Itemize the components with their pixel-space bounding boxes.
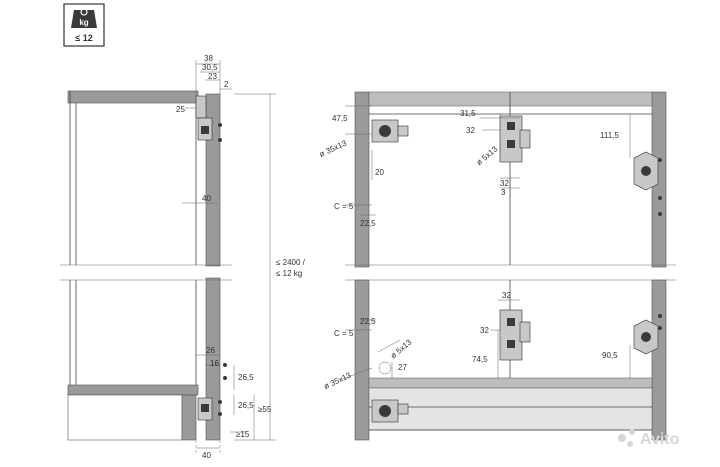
dim-16: 16 xyxy=(210,359,219,368)
dim-32-c: 32 xyxy=(502,291,511,300)
dim-90-5: 90,5 xyxy=(602,351,618,360)
hinge-cup-top-left-icon xyxy=(371,119,409,143)
watermark-text: Avito xyxy=(640,431,680,448)
left-side-panel-top xyxy=(354,91,370,268)
dim-27: 27 xyxy=(398,363,407,372)
top-hinge-icon xyxy=(195,95,222,142)
dim-30-5: 30,5 xyxy=(202,63,218,72)
dim-111-5: 111,5 xyxy=(600,131,619,140)
side-view: 38 30,5 23 2 25 40 ≤ 2400 / ≤ 12 kg 26 1… xyxy=(60,54,306,460)
dim-22-5-top: 22,5 xyxy=(360,219,376,228)
avito-watermark: Avito xyxy=(618,429,680,448)
hinge-cup-bottom-left-icon xyxy=(371,399,409,423)
dim-20: 20 xyxy=(375,168,384,177)
dim-c5-top: C = 5 xyxy=(334,202,354,211)
dim-22-5-bottom: 22,5 xyxy=(360,317,376,326)
dim-23: 23 xyxy=(208,72,217,81)
right-side-panel-bottom xyxy=(651,279,667,441)
dim-c5-bottom: C = 5 xyxy=(334,329,354,338)
dim-74-5: 74,5 xyxy=(472,355,488,364)
mounting-plate-top-icon xyxy=(499,115,531,163)
hinge-right-top-icon xyxy=(633,151,662,216)
bottom-panel xyxy=(67,384,199,396)
dim-40-bottom: 40 xyxy=(202,451,211,460)
dim-40-mid: 40 xyxy=(202,194,211,203)
hole-5x13-bottom: ø 5x13 xyxy=(389,337,414,360)
left-side-panel-bottom xyxy=(354,279,370,441)
dim-weight: ≤ 12 kg xyxy=(276,269,302,278)
hinge-right-bottom-icon xyxy=(633,314,662,355)
dim-32-d: 32 xyxy=(480,326,489,335)
dim-3: 3 xyxy=(501,188,506,197)
bottom-hinge-icon xyxy=(197,363,227,421)
hole-35x13-top: ø 35x13 xyxy=(318,138,349,159)
dim-55: ≥55 xyxy=(258,405,272,414)
weight-badge: kg ≤ 12 xyxy=(63,3,105,47)
weight-limit: ≤ 12 xyxy=(75,33,92,43)
dim-2: 2 xyxy=(224,80,229,89)
mounting-plate-bottom-icon xyxy=(499,309,531,361)
dim-32-a: 32 xyxy=(466,126,475,135)
dim-26: 26 xyxy=(206,346,215,355)
dim-31-5: 31,5 xyxy=(460,109,476,118)
top-panel xyxy=(67,90,199,104)
front-view: 47,5 31,5 32 111,5 ø 35x13 ø 5x13 20 32 … xyxy=(318,91,676,441)
dim-47-5: 47,5 xyxy=(332,114,348,123)
dim-32-b: 32 xyxy=(500,179,509,188)
front-bottom-panel xyxy=(368,377,653,389)
dim-26-5-a: 26,5 xyxy=(238,373,254,382)
weight-icon xyxy=(71,10,97,28)
dim-height: ≤ 2400 / xyxy=(276,258,306,267)
dim-25: 25 xyxy=(176,105,185,114)
hole-5x13-top: ø 5x13 xyxy=(475,144,500,167)
dim-26-5-b: 26,5 xyxy=(238,401,254,410)
dim-38: 38 xyxy=(204,54,213,63)
weight-unit: kg xyxy=(79,18,88,27)
front-top-panel xyxy=(368,91,653,107)
dim-15: ≥15 xyxy=(236,430,250,439)
hole-35x13-bottom: ø 35x13 xyxy=(322,370,353,391)
